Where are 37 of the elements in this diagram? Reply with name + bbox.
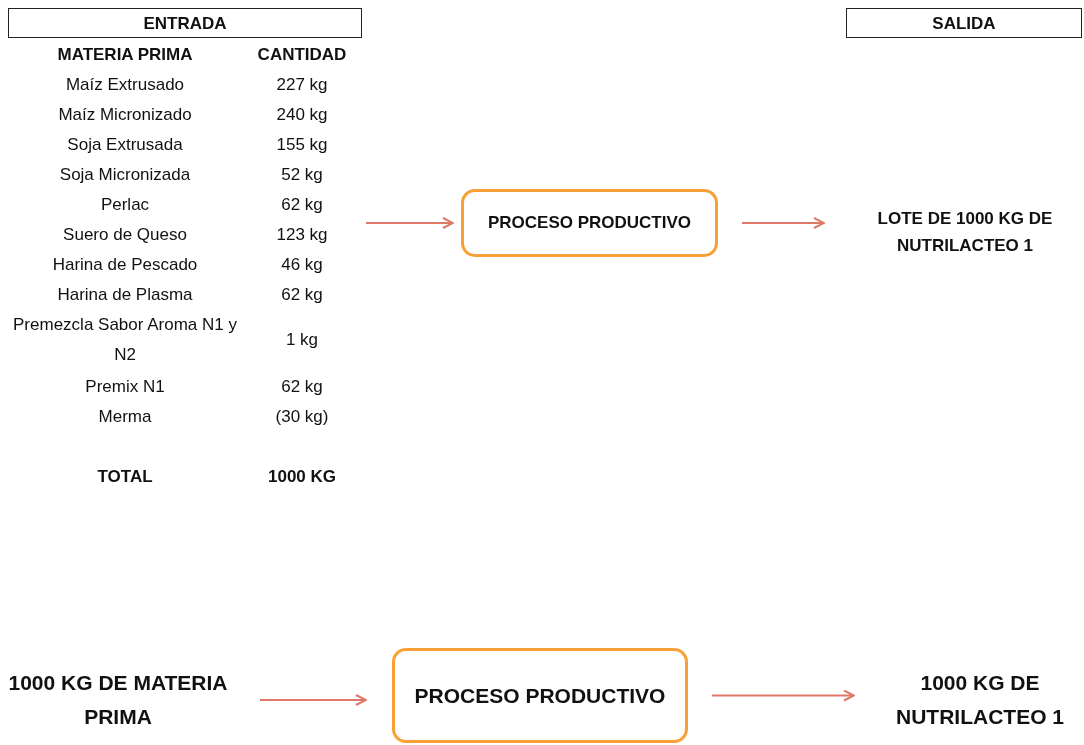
section-header: ENTRADA xyxy=(8,8,362,38)
ingredient-name: Perlac xyxy=(99,194,151,216)
quantity-value: 1 kg xyxy=(284,329,320,351)
section-header: SALIDA xyxy=(846,8,1082,38)
total-label: TOTAL xyxy=(96,466,154,488)
ingredient-name: Premix N1 xyxy=(84,376,166,398)
arrow xyxy=(365,217,454,229)
quantity-value: 62 kg xyxy=(280,194,324,216)
output-label: LOTE DE 1000 KG DE NUTRILACTEO 1 xyxy=(850,200,1080,264)
process-box: PROCESO PRODUCTIVO xyxy=(392,648,688,743)
ingredient-name: Harina de Plasma xyxy=(56,284,194,306)
quantity-value: 155 kg xyxy=(275,134,329,156)
quantity-value: 46 kg xyxy=(280,254,324,276)
quantity-value: 62 kg xyxy=(280,284,324,306)
quantity-value: 240 kg xyxy=(275,104,329,126)
ingredient-name: Merma xyxy=(97,406,153,428)
quantity-value: 52 kg xyxy=(280,164,324,186)
quantity-value: 62 kg xyxy=(280,376,324,398)
ingredient-name: Suero de Queso xyxy=(62,224,188,246)
ingredient-name: Maíz Micronizado xyxy=(57,104,193,126)
process-box: PROCESO PRODUCTIVO xyxy=(461,189,718,257)
ingredient-name: Soja Extrusada xyxy=(66,134,184,156)
ingredient-name: Soja Micronizada xyxy=(58,164,192,186)
ingredient-name: Premezcla Sabor Aroma N1 y N2 xyxy=(12,314,238,366)
ingredient-name: Harina de Pescado xyxy=(51,254,199,276)
column-header: MATERIA PRIMA xyxy=(56,44,194,66)
arrow xyxy=(741,217,825,229)
arrow xyxy=(259,694,367,706)
ingredient-name: Maíz Extrusado xyxy=(64,74,186,96)
quantity-value: 227 kg xyxy=(275,74,329,96)
arrow xyxy=(711,689,855,702)
total-value: 1000 KG xyxy=(266,466,337,488)
output-label: 1000 KG DE NUTRILACTEO 1 xyxy=(880,664,1080,736)
quantity-value: 123 kg xyxy=(275,224,329,246)
column-header: CANTIDAD xyxy=(256,44,348,66)
quantity-value: (30 kg) xyxy=(274,406,330,428)
input-label: 1000 KG DE MATERIA PRIMA xyxy=(0,664,236,736)
